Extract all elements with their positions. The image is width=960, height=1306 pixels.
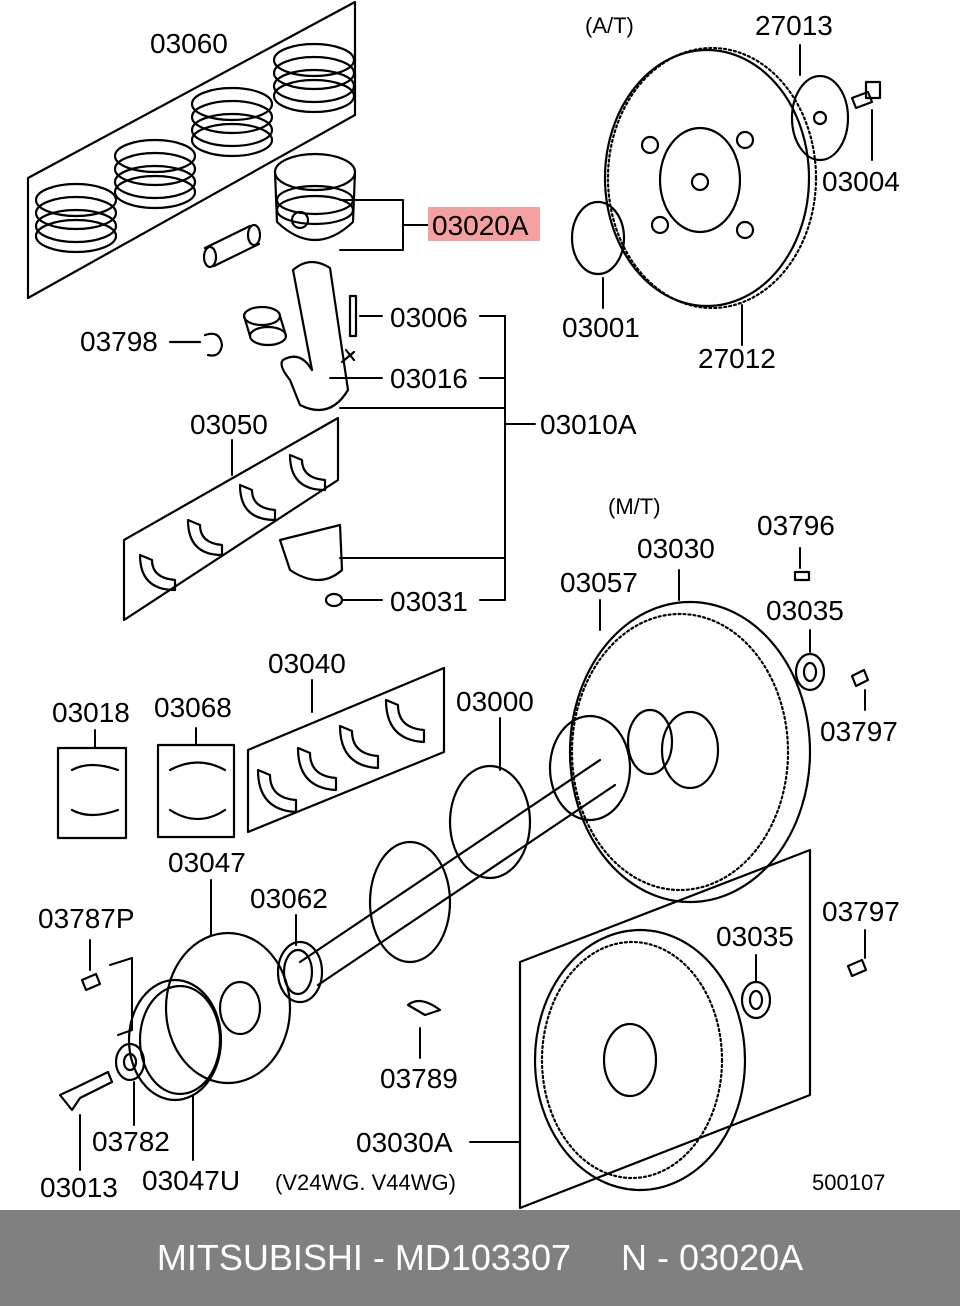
main-bearing-panel <box>246 666 446 834</box>
label-03001: 03001 <box>562 312 640 343</box>
label-03018: 03018 <box>52 697 130 728</box>
woodruff-key <box>406 999 442 1059</box>
label-03787p: 03787P <box>38 903 135 934</box>
footer-bar: MITSUBISHI - MD103307 N - 03020A <box>0 1210 960 1306</box>
label-03047u: 03047U <box>142 1165 240 1196</box>
adapter-plate <box>790 44 850 162</box>
label-mt: (M/T) <box>608 494 661 519</box>
pulley-washer <box>114 1042 146 1126</box>
spacer-plate <box>570 200 626 309</box>
leader-lines-rod <box>329 315 536 601</box>
label-03010a: 03010A <box>540 409 637 440</box>
piston-ring-set-4 <box>272 42 356 114</box>
label-03030: 03030 <box>637 533 715 564</box>
bearing-half-3 <box>238 483 277 522</box>
footer-part-text: MITSUBISHI - MD103307 N - 03020A <box>156 1237 804 1278</box>
label-03006: 03006 <box>390 302 468 333</box>
label-03020a: 03020A <box>432 210 529 241</box>
label-03057: 03057 <box>560 567 638 598</box>
rod-bearing-panel <box>122 416 340 622</box>
bearing-half-4 <box>288 453 327 492</box>
label-03047: 03047 <box>168 847 246 878</box>
piston-ring-set-1 <box>34 182 118 254</box>
highlight-03020a <box>428 207 540 241</box>
label-03040: 03040 <box>268 648 346 679</box>
piston-ring-set-2 <box>113 138 197 210</box>
label-03068: 03068 <box>154 692 232 723</box>
label-03030a: 03030A <box>356 1127 453 1158</box>
label-03035-a: 03035 <box>766 595 844 626</box>
flywheel-bolt-2 <box>846 929 868 978</box>
label-03062: 03062 <box>250 883 328 914</box>
label-03035-b: 03035 <box>716 921 794 952</box>
damper-pulley <box>109 879 292 1161</box>
label-03016: 03016 <box>390 363 468 394</box>
crank-sprocket <box>276 914 324 1004</box>
label-03060: 03060 <box>150 28 228 59</box>
crankshaft <box>298 708 674 987</box>
label-03782: 03782 <box>92 1126 170 1157</box>
pilot-bearing <box>794 629 826 692</box>
drive-plate <box>603 46 818 346</box>
label-27013: 27013 <box>755 10 833 41</box>
label-models: (V24WG. V44WG) <box>275 1170 456 1195</box>
flywheel-bolt <box>850 668 870 711</box>
label-03050: 03050 <box>190 409 268 440</box>
label-03000: 03000 <box>456 686 534 717</box>
pilot-bearing-2 <box>740 954 772 1020</box>
label-03013: 03013 <box>40 1172 118 1203</box>
label-drawing-no: 500107 <box>812 1170 885 1195</box>
label-at: (A/T) <box>585 13 634 38</box>
bearing-half-2 <box>186 518 224 557</box>
flywheel-mt <box>568 569 812 904</box>
rod-cap <box>278 523 344 608</box>
thrust-bearing-panel-03068 <box>156 727 236 839</box>
labels: 03060 03020A 03798 03006 03016 03010A 03… <box>38 10 900 1203</box>
piston-rings-panel <box>26 0 431 300</box>
label-03031: 03031 <box>390 586 468 617</box>
snap-ring <box>168 332 224 357</box>
label-03789: 03789 <box>380 1063 458 1094</box>
piston-pin <box>202 223 262 269</box>
bearing-half-1 <box>138 553 177 592</box>
label-03004: 03004 <box>822 166 900 197</box>
small-bolt <box>80 939 102 992</box>
dowel-pin <box>793 547 811 582</box>
label-27012: 27012 <box>698 343 776 374</box>
connecting-rod <box>242 260 358 412</box>
parts-diagram: 03060 03020A 03798 03006 03016 03010A 03… <box>26 0 900 1210</box>
label-03797-a: 03797 <box>820 716 898 747</box>
label-03798: 03798 <box>80 326 158 357</box>
drive-plate-bolt <box>850 80 882 161</box>
flywheel-03030a-panel <box>469 848 812 1210</box>
thrust-bearing-panel-03018 <box>56 729 128 840</box>
label-03796: 03796 <box>757 510 835 541</box>
piston <box>273 152 357 242</box>
label-03797-b: 03797 <box>822 896 900 927</box>
piston-ring-set-3 <box>190 86 274 158</box>
pulley-bolt <box>58 1070 114 1171</box>
